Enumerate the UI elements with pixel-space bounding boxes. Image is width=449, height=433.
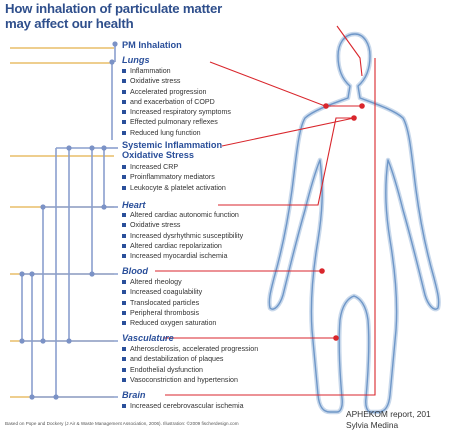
list-item: Increased coagulability (122, 287, 216, 297)
human-body-outline (269, 34, 438, 412)
list-item: Atherosclerosis, accelerated progression (122, 344, 258, 354)
junction-dot-blood (89, 271, 94, 276)
junction-dot-vasculature-c (19, 338, 24, 343)
list-item: Peripheral thrombosis (122, 308, 216, 318)
pointer-dot-heart (351, 115, 357, 121)
pointer-dot-vasculature (333, 335, 339, 341)
list-item: Vasoconstriction and hypertension (122, 375, 258, 385)
section-header-systemic-2: Oxidative Stress (122, 150, 194, 160)
list-item: Reduced oxygen saturation (122, 318, 216, 328)
body-outline-line (269, 34, 438, 412)
junction-dot-systemic-b (89, 145, 94, 150)
list-item: Translocated particles (122, 298, 216, 308)
list-item: Proinflammatory mediators (122, 172, 226, 182)
source-footer: Based on Pope and Dockery (J Air & Waste… (5, 421, 239, 426)
list-item: Oxidative stress (122, 76, 231, 86)
pointer-heart (218, 118, 352, 205)
list-item: Increased dysrhythmic susceptibility (122, 231, 243, 241)
list-item: Endothelial dysfunction (122, 365, 258, 375)
item-list-brain: Increased cerebrovascular ischemia (122, 401, 244, 411)
body-outline-glow (269, 34, 438, 412)
title-line-1: How inhalation of particulate matter (5, 1, 222, 16)
junction-dot-lungs (109, 59, 114, 64)
junction-dot-heart-b (40, 204, 45, 209)
list-item: Increased CRP (122, 162, 226, 172)
section-header-pm: PM Inhalation (122, 40, 182, 50)
pointer-dot-blood (319, 268, 325, 274)
list-item: Altered rheology (122, 277, 216, 287)
section-header-systemic-1: Systemic Inflammation (122, 140, 222, 150)
list-item: Reduced lung function (122, 128, 231, 138)
section-header-vasculature: Vasculature (122, 333, 174, 343)
section-header-heart: Heart (122, 200, 146, 210)
list-item: Effected pulmonary reflexes (122, 117, 231, 127)
pointer-dot-lungs-right (359, 103, 365, 109)
connector-tree (10, 41, 118, 399)
list-item: Altered cardiac autonomic function (122, 210, 243, 220)
list-item: Increased respiratory symptoms (122, 107, 231, 117)
credit-line-1: APHEKOM report, 201 (346, 409, 431, 419)
junction-dot-blood-b (29, 271, 34, 276)
list-item: Leukocyte & platelet activation (122, 183, 226, 193)
junction-dot-vasculature-b (40, 338, 45, 343)
junction-dot-systemic-c (66, 145, 71, 150)
junction-dot-pm (112, 41, 117, 46)
list-item: and destabilization of plaques (122, 354, 258, 364)
junction-dot-brain (53, 394, 58, 399)
junction-dot-systemic (101, 145, 106, 150)
list-item: Increased myocardial ischemia (122, 251, 243, 261)
list-item: Increased cerebrovascular ischemia (122, 401, 244, 411)
junction-dot-vasculature (66, 338, 71, 343)
pointer-dot-lungs (323, 103, 329, 109)
title-line-2: may affect our health (5, 16, 133, 31)
credit-line-2: Sylvia Medina (346, 420, 398, 430)
list-item: and exacerbation of COPD (122, 97, 231, 107)
junction-dot-brain-b (29, 394, 34, 399)
junction-dot-blood-c (19, 271, 24, 276)
list-item: Oxidative stress (122, 220, 243, 230)
list-item: Accelerated progression (122, 87, 231, 97)
section-header-brain: Brain (122, 390, 146, 400)
junction-dot-heart (101, 204, 106, 209)
list-item: Altered cardiac repolarization (122, 241, 243, 251)
item-list-vasculature: Atherosclerosis, accelerated progression… (122, 344, 258, 385)
section-header-lungs: Lungs (122, 55, 150, 65)
pointer-systemic (222, 118, 354, 146)
section-header-blood: Blood (122, 266, 148, 276)
list-item: Inflammation (122, 66, 231, 76)
